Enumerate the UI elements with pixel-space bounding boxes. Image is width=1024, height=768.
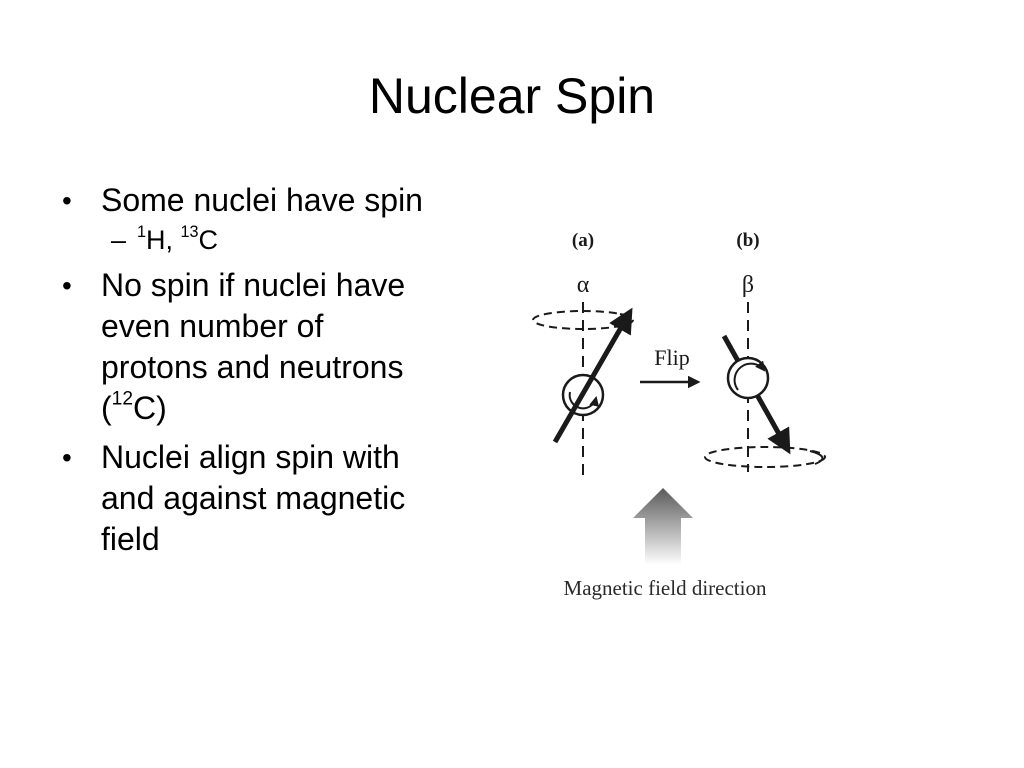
bullet-item: • Nuclei align spin with and against mag…: [62, 437, 432, 560]
sub-bullet-list: – 1H, 13C: [101, 223, 432, 257]
bullet-list: • Some nuclei have spin – 1H, 13C • No s…: [62, 180, 432, 568]
separator: ,: [165, 225, 181, 255]
beta-precession-arrow-icon: [809, 450, 824, 465]
spin-diagram: (a) (b) α β Flip Magnetic field directio…: [520, 220, 840, 615]
alpha-spin-vector-icon: [552, 307, 633, 444]
flip-label: Flip: [654, 345, 689, 370]
alpha-rotation-arrow-icon: [568, 391, 600, 410]
slide-title: Nuclear Spin: [368, 68, 656, 124]
label-a: (a): [572, 230, 594, 251]
isotope-mass-1h: 1: [137, 222, 147, 241]
bullet-text: Some nuclei have spin: [101, 182, 423, 218]
bullet-item: • No spin if nuclei have even number of …: [62, 265, 432, 429]
alpha-label: α: [577, 272, 590, 298]
beta-label: β: [742, 272, 754, 298]
alpha-nucleus-group: [532, 302, 634, 475]
sub-bullet-item: – 1H, 13C: [101, 223, 432, 257]
bullet-text: No spin if nuclei have even number of pr…: [101, 267, 406, 426]
bullet-marker: •: [62, 185, 72, 216]
label-b: (b): [736, 230, 759, 251]
bullet-marker: •: [62, 442, 72, 473]
isotope-mass-13c: 13: [180, 222, 199, 241]
magnetic-field-label: Magnetic field direction: [564, 576, 767, 600]
element-c: C: [198, 225, 219, 255]
beta-precession-ellipse: [704, 446, 826, 468]
spin-diagram-svg: (a) (b) α β Flip Magnetic field directio…: [532, 230, 826, 600]
bullet-item: • Some nuclei have spin – 1H, 13C: [62, 180, 432, 257]
isotope-mass-12c: 12: [111, 388, 133, 410]
alpha-precession-ellipse: [532, 310, 634, 330]
beta-rotation-arrow-icon: [733, 360, 766, 391]
bullet-text: Nuclei align spin with and against magne…: [101, 439, 406, 557]
bullet-marker: •: [62, 270, 72, 301]
beta-nucleus-group: [704, 302, 826, 472]
bullet-text-end: C): [133, 390, 167, 426]
sub-bullet-marker: –: [111, 225, 127, 255]
magnetic-field-arrow-icon: [633, 488, 693, 565]
element-h: H: [146, 225, 166, 255]
